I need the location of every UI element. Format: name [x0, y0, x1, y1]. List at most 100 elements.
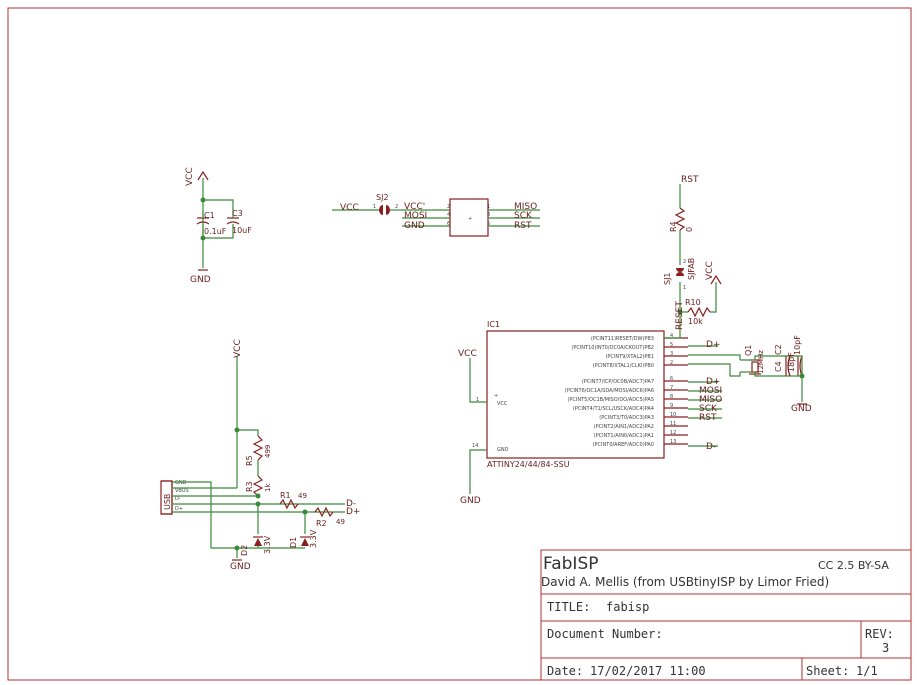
ic1-pin-number: 8 [670, 394, 673, 400]
sj1-name: SJ1 [663, 272, 672, 285]
c1-name: C1 [204, 211, 215, 220]
dminus-label-usb: D- [346, 499, 356, 509]
r5-value: 499 [264, 445, 272, 458]
r2-name: R2 [316, 519, 327, 528]
r10-value: 10k [688, 317, 703, 326]
vcc-label-ic: VCC [458, 349, 477, 359]
usb-name: USB [163, 494, 172, 510]
ic1-pin-label: (PCINT1/AIN0/ADC1)PA1 [594, 433, 654, 439]
rst-label-hdr: RST [514, 221, 532, 231]
gnd-label-xtal: GND [791, 404, 812, 414]
hdr-pin1: 1 [487, 204, 490, 210]
q1-value: 12MHz [757, 350, 765, 374]
hdr-pin6: 6 [447, 221, 450, 227]
rst-label-top: RST [681, 175, 699, 185]
r1-value: 49 [298, 492, 307, 500]
ic1-name: IC1 [487, 320, 500, 329]
vcc-label-caps: VCC [185, 167, 195, 186]
ic1-pin-label: (PCINT4/T1/SCL/USCK/ADC4)PA4 [573, 406, 654, 412]
ic1-pin-label: (PCINT9/XTAL2)PB1 [605, 354, 654, 360]
sheet-frame [7, 7, 912, 681]
ic1-pin-label: (PCINT7/ICP/OC0B/ADC7)PA7 [582, 379, 654, 385]
ic1-pin-label: (PCINT10)INT0/OC0A/CKOUT)PB2 [571, 345, 654, 351]
vcc-prime-label: VCC' [404, 202, 425, 212]
ic1-pin-number: 5 [670, 342, 673, 348]
vcc-label-usb: VCC [233, 339, 243, 358]
q1-name: Q1 [744, 345, 753, 356]
date-value: 17/02/2017 11:00 [590, 664, 706, 678]
ic1-pin-gnd-num: 14 [472, 443, 478, 449]
sj2-name: SJ2 [376, 193, 389, 202]
c2-name: C2 [774, 344, 783, 355]
license-text: CC 2.5 BY-SA [818, 559, 889, 572]
ic1-pin-label: (PCINT6/OC1A/SDA/MOSI/ADC6)PA6 [565, 388, 654, 394]
hdr-pin5: 5 [487, 221, 490, 227]
ic1-pin-label: (PCINT3/T0/ADC3)PA3 [599, 415, 654, 421]
sj1-pin1: 1 [683, 285, 686, 291]
ic1-pin-label: (PCINT5/OC1B/MISO/DO/ADC5)PA5 [567, 397, 654, 403]
author-text: David A. Mellis (from USBtinyISP by Limo… [541, 575, 829, 589]
ic1-pin-number: 9 [670, 403, 673, 409]
ic1-pin-vcc-num: 1 [476, 397, 479, 403]
hdr-pin3: 3 [487, 212, 490, 218]
gnd-label-usb: GND [230, 562, 251, 572]
ic1-body [486, 330, 665, 459]
ic1-pin-number: 6 [670, 376, 673, 382]
ic1-pin-number: 12 [670, 430, 676, 436]
ic1-pin-label: (PCINT0/AREF/ADC0)PA0 [593, 442, 654, 448]
usb-gnd-pin: GND [175, 480, 187, 486]
d2-value: 3.3V [263, 535, 272, 554]
c3-name: C3 [232, 209, 243, 218]
sck-label-hdr: SCK [514, 211, 533, 221]
ic1-pin-label: (PCINT2/AIN1/ADC2)PA2 [594, 424, 654, 430]
c4-name: C4 [774, 361, 783, 372]
c1-value: 0.1uF [204, 227, 227, 236]
ic1-pin-number: 4 [670, 333, 673, 339]
ic1-pin-number: 13 [670, 439, 676, 445]
usb-dp-pin: D+ [175, 506, 183, 512]
ic1-pin-number: 10 [670, 412, 676, 418]
ic1-pin-number: 7 [670, 385, 673, 391]
ic1-value: ATTINY24/44/84-SSU [487, 460, 570, 469]
sheet-value: 1/1 [856, 664, 878, 678]
title-value: fabisp [606, 600, 649, 614]
title-label: TITLE: [547, 600, 590, 614]
docnum-label: Document Number: [547, 627, 663, 641]
r3-name: R3 [245, 481, 254, 492]
ic1-pin-number: 2 [670, 360, 673, 366]
dplus-label-ic2: D+ [706, 377, 720, 387]
sj1-pin2: 2 [683, 259, 686, 265]
gnd-label-ic: GND [460, 496, 481, 506]
ic1-pin-label: (PCINT11)RESET/DW)PB3 [591, 336, 654, 342]
r10-name: R10 [685, 298, 701, 307]
reset-block: RST R4 0 SJ1 SJFAB 2 1 VCC R10 10k RESET [663, 175, 722, 335]
hdr-pin2: 2 [447, 204, 450, 210]
ic1-pin-number: 3 [670, 351, 673, 357]
r5-name: R5 [245, 455, 254, 466]
c3-value: 10uF [232, 226, 252, 235]
d1-value: 3.3V [309, 529, 318, 548]
d2-name: D2 [240, 545, 249, 556]
usb-block: VCC R5 499 R3 1k USB GND VBUS D- D+ R1 4… [160, 339, 360, 572]
dminus-label-ic: D- [706, 442, 716, 452]
r2-value: 49 [336, 518, 345, 526]
crystal-block: Q1 12MHz GND C4 18pF C2 10pF [740, 335, 812, 414]
c2-value: 10pF [793, 335, 802, 355]
hdr-plus: + [468, 216, 472, 222]
ic1-gnd-pin: GND [497, 447, 509, 453]
dplus-label-usb: D+ [346, 507, 360, 517]
miso-label-ic: MISO [699, 395, 722, 405]
c4-value: 18pF [787, 352, 796, 372]
miso-label-hdr: MISO [514, 202, 537, 212]
ic1-pin-rows: (PCINT11)RESET/DW)PB3 4 (PCINT10)INT0/OC0A… [565, 333, 688, 448]
ic1-pin-label: (PCINT8/XTAL1/CLKI)PB0 [593, 363, 654, 369]
r4-value: 0 [685, 227, 694, 232]
dplus-label-ic: D+ [706, 340, 720, 350]
vcc-label-r10: VCC [705, 261, 715, 280]
gnd-label-caps: GND [190, 275, 211, 285]
reset-label: RESET [675, 301, 685, 330]
isp-header-block: VCC SJ2 1 2 VCC' MOSI GND + 2 4 6 1 3 5 … [332, 193, 540, 237]
usb-vbus-pin: VBUS [175, 488, 189, 494]
r1-name: R1 [280, 491, 291, 500]
